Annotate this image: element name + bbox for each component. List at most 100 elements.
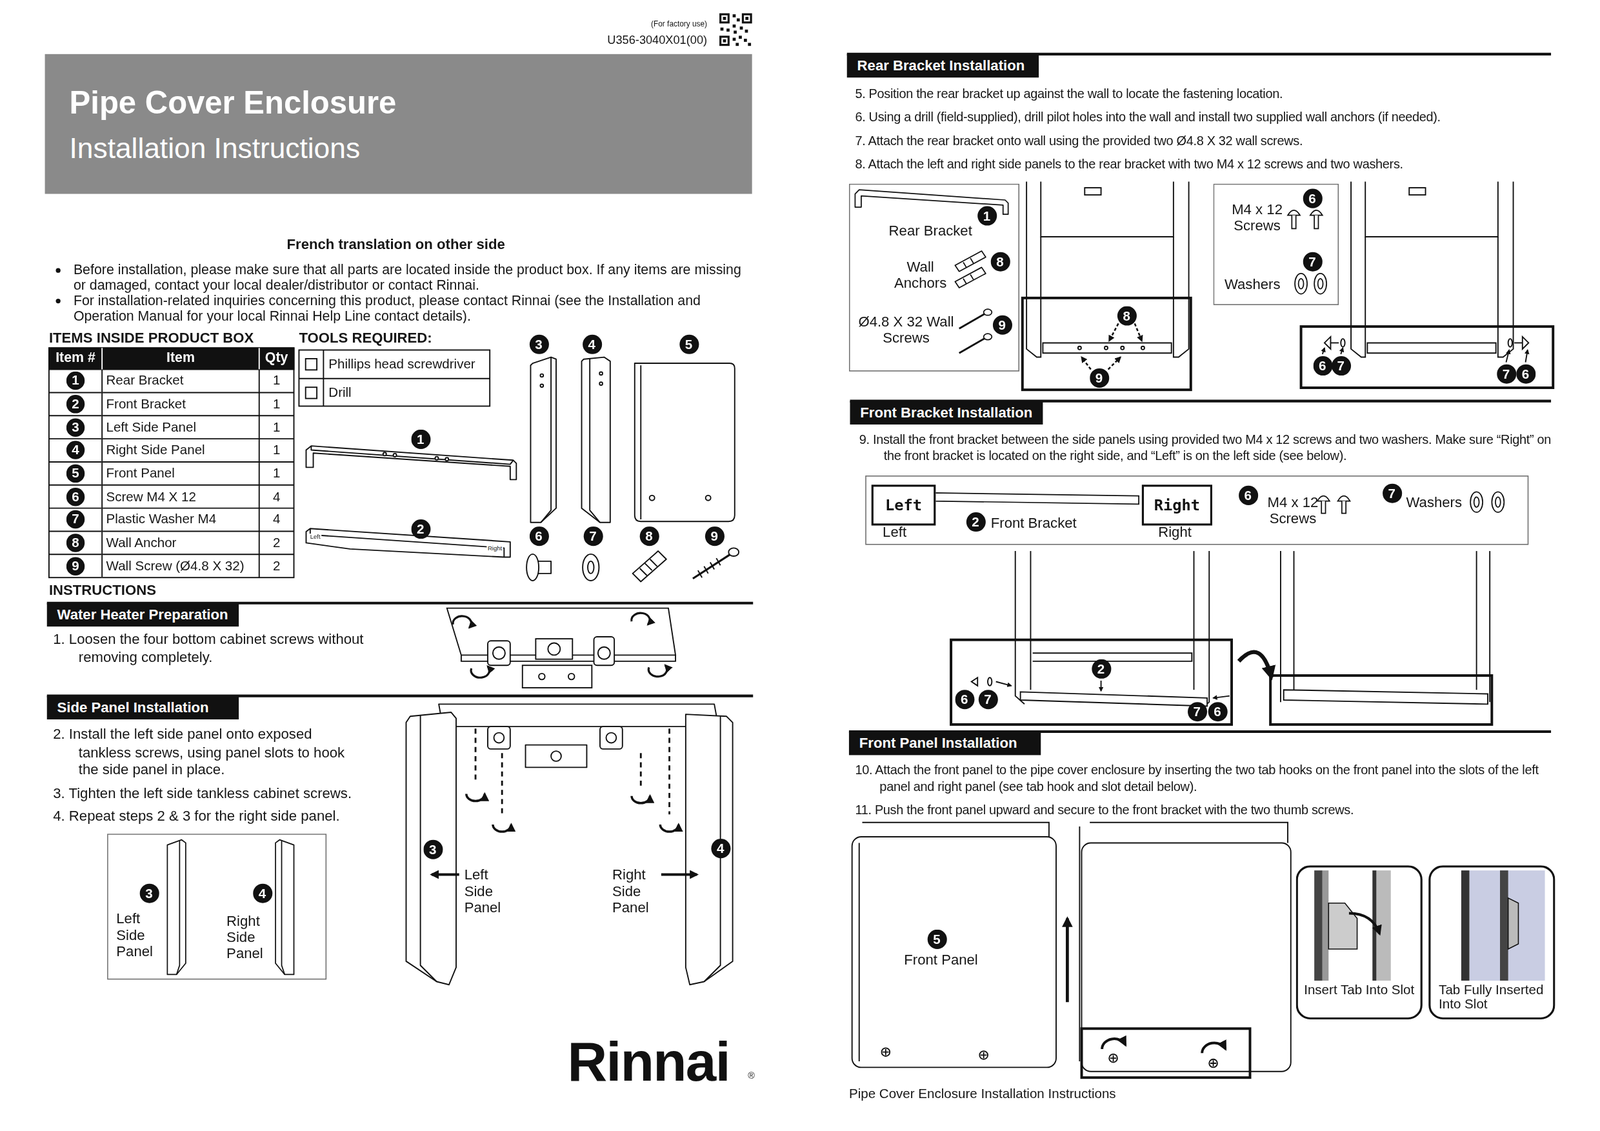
front-bracket-drawing (1476, 550, 1478, 690)
callout-number: 6 (1207, 701, 1228, 721)
section-header-bar: Rear Bracket Installation (847, 54, 1039, 78)
anchor-arrow (1081, 323, 1142, 370)
heater-with-panels (1367, 342, 1496, 353)
callout-number: 7 (1302, 251, 1322, 271)
table-cell: Front Panel (105, 465, 175, 482)
instruction-step: 2. Install the left side panel onto expo… (52, 725, 364, 780)
front-bracket-drawing (1030, 550, 1032, 690)
part-label: M4 x 12 Screws (1261, 494, 1324, 528)
side-screw-detail (1301, 326, 1554, 388)
callout-number-text: 6 (1312, 355, 1333, 375)
side-screw-detail (1322, 347, 1325, 354)
front-panel-drawing (1065, 918, 1070, 1002)
table-cell: 2 (259, 558, 295, 575)
front-bracket-drawing (1489, 550, 1491, 702)
callout-number-text: 6 (1207, 701, 1228, 721)
callout-number-text: 9 (66, 556, 85, 575)
water-heater-bottom (487, 640, 511, 666)
anchor-arrow (1081, 357, 1091, 370)
callout-number: 8 (990, 251, 1010, 271)
qr-code (732, 14, 737, 18)
screw-washer-icons (1314, 273, 1327, 295)
part-label: Washers (1405, 494, 1480, 511)
part-label: Right Side Panel (226, 912, 274, 962)
callout-number: 4 (710, 838, 731, 858)
callout-number: 6 (66, 487, 85, 506)
callout-number-text: 7 (1381, 483, 1402, 503)
side-panel-sketch (167, 840, 294, 975)
callout-number-text: 4 (252, 883, 272, 903)
bullet-dot (56, 298, 61, 304)
parts-drawing (640, 365, 642, 520)
table-cell: Phillips head screwdriver (328, 356, 475, 373)
parts-drawing (640, 559, 658, 576)
screw-washer-icons (1291, 215, 1296, 230)
callout-number-text: 9 (1089, 367, 1109, 388)
table-header-cell: Qty (259, 349, 295, 368)
parts-drawing (526, 554, 539, 581)
front-bracket-drawing (1032, 652, 1193, 662)
callout-number: 3 (423, 839, 443, 859)
side-panel-sketch (275, 840, 294, 975)
table-cell: 1 (259, 441, 295, 459)
heater-with-panels (1104, 346, 1108, 350)
side-screw-detail (1508, 338, 1513, 348)
items-table-grid (258, 369, 260, 579)
water-heater-bottom (547, 642, 560, 655)
qr-code (726, 28, 730, 32)
parts-panel: Rear BracketWall AnchorsØ4.8 X 32 Wall S… (849, 183, 1020, 372)
parts-drawing (445, 457, 449, 461)
callout-number: 6 (954, 689, 975, 709)
table-cell: 4 (259, 511, 295, 528)
side-screw-detail (1525, 350, 1528, 363)
loosen-arrow (470, 666, 490, 678)
bullet-note: For installation-related inquiries conce… (73, 292, 742, 324)
qr-code (723, 16, 727, 20)
callout-number-text: 4 (66, 441, 85, 460)
qr-code (719, 35, 730, 46)
parts-drawing (383, 452, 387, 456)
callout-number-text: 9 (704, 525, 724, 546)
section-title: Front Bracket Installation (860, 401, 1033, 425)
front-panel-drawing (1209, 1059, 1218, 1068)
factory-note: (For factory use) (550, 19, 708, 29)
front-panel-drawing (1089, 822, 1288, 844)
front-panel-drawing (1081, 842, 1291, 1071)
callout-number-text: 5 (66, 464, 85, 483)
parts-drawing (540, 374, 544, 378)
anchor-arrow (1134, 323, 1142, 341)
callout-number-text: 7 (1187, 701, 1207, 721)
rear-bracket-parts (983, 333, 993, 340)
section-title: Rear Bracket Installation (857, 54, 1030, 78)
screw-washer-icons (1298, 278, 1304, 290)
callout-number: 7 (583, 525, 603, 546)
callout-number: 4 (252, 883, 272, 903)
front-bracket-parts (1338, 496, 1351, 502)
callout-number-text: 5 (927, 929, 947, 949)
detail-panel: Insert Tab Into Slot (1296, 865, 1423, 1020)
callout-number-text: 7 (66, 510, 85, 529)
section-header-bar: Front Panel Installation (849, 731, 1041, 755)
section-header-bar: Side Panel Installation (47, 696, 239, 720)
parts-drawing (728, 547, 739, 557)
callout-number-text: 3 (529, 334, 549, 354)
screw-washer-icons (1310, 210, 1323, 216)
callout-number: 6 (1302, 188, 1322, 208)
heater-with-panels (1022, 181, 1191, 391)
side-screw-detail (1522, 336, 1529, 350)
table-header-cell: Item (101, 349, 260, 368)
parts-drawing (434, 456, 439, 460)
items-table-grid (49, 347, 295, 578)
callout-number: 9 (1089, 367, 1109, 388)
table-cell: Left Side Panel (105, 418, 196, 435)
qr-code (735, 42, 739, 46)
front-bracket-drawing (1213, 696, 1230, 699)
front-panel-drawing (980, 1052, 987, 1059)
front-bracket-drawing (1100, 680, 1102, 691)
callout-number-text: 2 (410, 518, 431, 539)
table-cell: Wall Screw (Ø4.8 X 32) (105, 558, 244, 575)
detail-caption: Insert Tab Into Slot (1301, 982, 1417, 997)
part-label: Wall Anchors (884, 258, 957, 291)
parts-drawing (530, 357, 557, 523)
front-bracket-drawing (987, 677, 992, 686)
